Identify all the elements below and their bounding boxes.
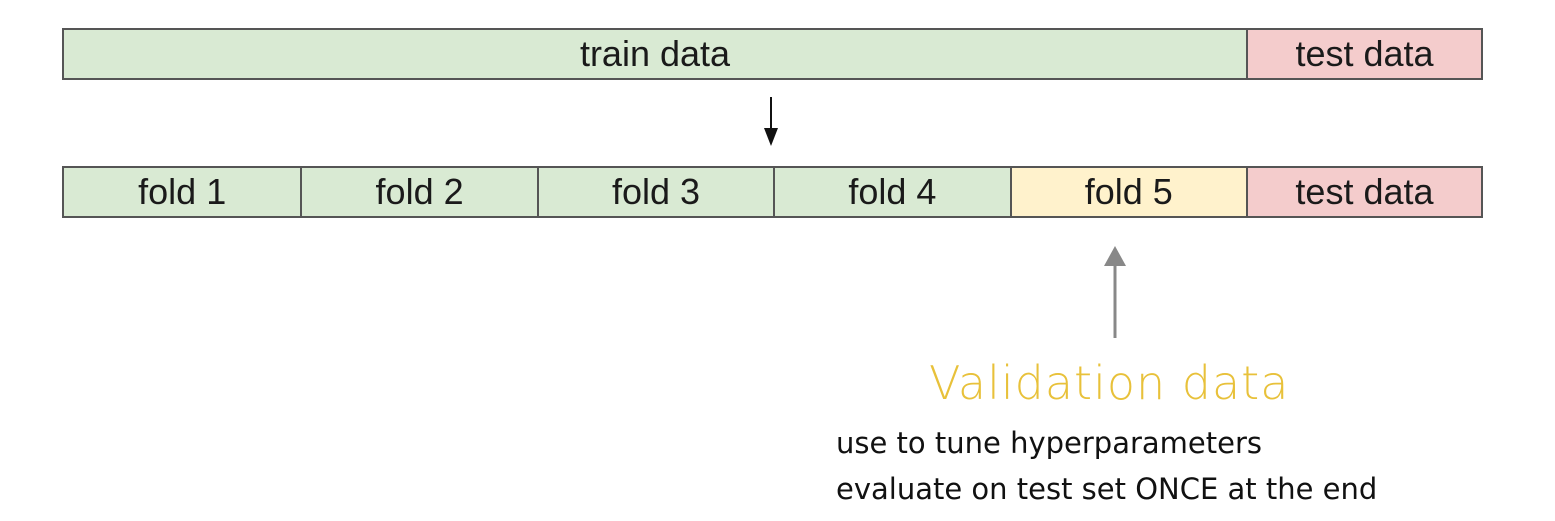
fold-3-block: fold 3 (536, 168, 774, 216)
test-data-block-bottom: test data (1245, 168, 1481, 216)
validation-up-arrow-icon (1104, 246, 1126, 338)
split-down-arrow-icon (764, 97, 778, 146)
validation-note-line-2: evaluate on test set ONCE at the end (836, 472, 1378, 506)
test-data-block-top: test data (1246, 30, 1481, 78)
train-test-split-bar: train data test data (62, 28, 1483, 80)
fold-2-block: fold 2 (300, 168, 537, 216)
validation-note-line-1: use to tune hyperparameters (836, 426, 1262, 460)
train-data-block: train data (64, 30, 1246, 78)
fold-4-block: fold 4 (773, 168, 1010, 216)
cross-validation-folds-bar: fold 1 fold 2 fold 3 fold 4 fold 5 test … (62, 166, 1483, 218)
fold-1-block: fold 1 (64, 168, 301, 216)
fold-5-validation-block: fold 5 (1009, 168, 1246, 216)
validation-data-title: Validation data (929, 356, 1290, 410)
